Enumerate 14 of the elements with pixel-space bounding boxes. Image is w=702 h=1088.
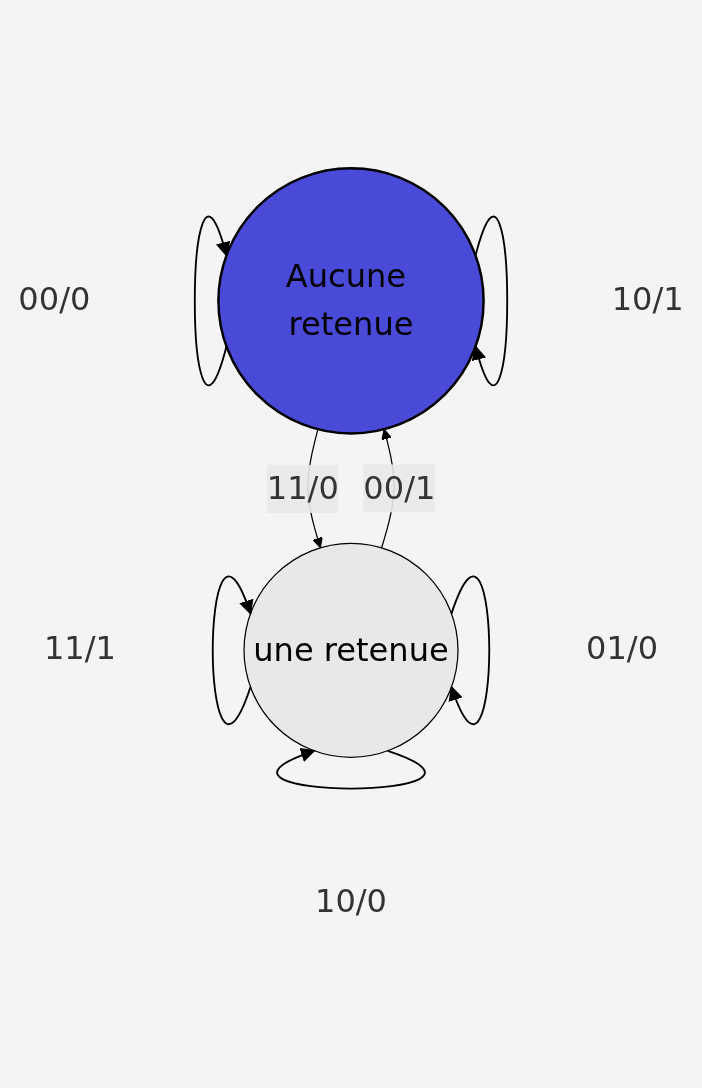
- edge-label: 10/1: [611, 280, 684, 318]
- state-circle: une retenue: [243, 542, 459, 758]
- edge-label: 00/0: [18, 280, 91, 318]
- edge-label: 11/0: [266, 469, 339, 507]
- self-loop-arrow: [193, 215, 230, 387]
- edge-label: 11/1: [43, 629, 116, 668]
- self-loop-arrow: [276, 749, 426, 790]
- self-loop-arrow: [211, 575, 253, 726]
- state-circle: Aucune retenue: [217, 167, 485, 435]
- self-loop-arrow: [449, 575, 491, 726]
- edge-label: 01/0: [586, 629, 659, 668]
- self-loop-arrow: [472, 215, 509, 387]
- edge-label: 10/0: [315, 881, 387, 920]
- edge-label: 00/1: [363, 469, 436, 507]
